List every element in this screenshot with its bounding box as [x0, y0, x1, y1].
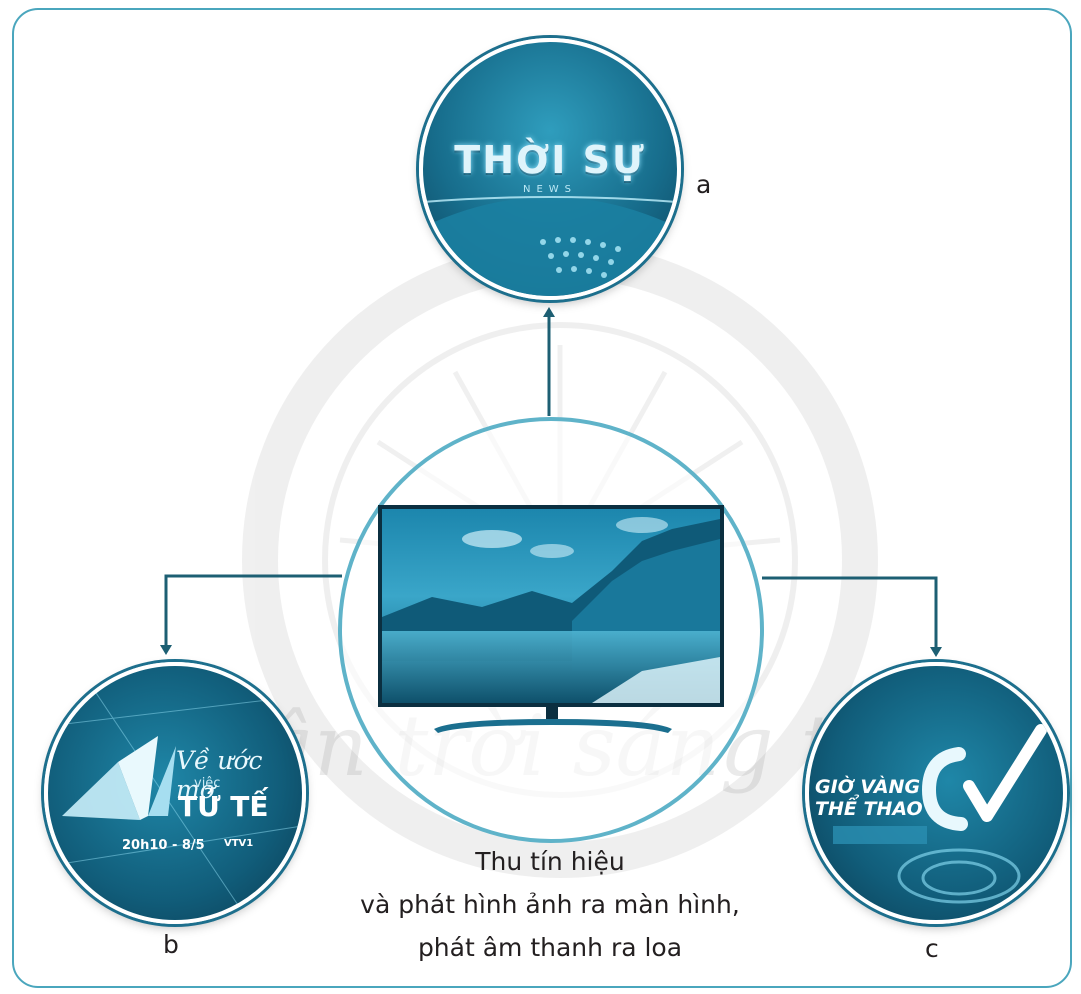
- caption-line-3: phát âm thanh ra loa: [417, 933, 683, 962]
- thoi-su-logo-subtitle: NEWS: [522, 184, 578, 195]
- center-tv-circle: [338, 417, 764, 843]
- label-c: c: [925, 934, 939, 963]
- gio-vang-logo-line2: THỂ THAO: [815, 798, 923, 820]
- tu-te-logo-line1: Về ước mơ: [176, 746, 263, 804]
- caption-line-2: và phát hình ảnh ra màn hình,: [360, 890, 740, 919]
- caption-line-1: Thu tín hiệu: [475, 847, 625, 876]
- thoi-su-logo-text: THỜI SỰ: [454, 138, 646, 182]
- tu-te-logo-line3: TỬ TẾ: [178, 790, 269, 823]
- center-caption: Thu tín hiệu và phát hình ảnh ra màn hìn…: [300, 840, 800, 969]
- tu-te-logo-line2: việc: [194, 776, 221, 791]
- arrow-to-c: [762, 576, 942, 657]
- gio-vang-logo-line1: GIỜ VÀNG: [815, 776, 921, 798]
- label-a: a: [696, 170, 712, 199]
- arrow-to-b: [160, 574, 342, 655]
- node-a-thoi-su: THỜI SỰ NEWS: [419, 38, 681, 300]
- node-b-tu-te: Về ước mơ việc TỬ TẾ 20h10 - 8/5 VTV1: [44, 662, 306, 924]
- sports-logo-icon: [833, 724, 1047, 904]
- tu-te-logo-time: 20h10 - 8/5: [122, 838, 205, 853]
- television-icon: [378, 505, 724, 733]
- label-b: b: [163, 930, 179, 959]
- node-c-gio-vang-the-thao: GIỜ VÀNG THỂ THAO: [805, 662, 1067, 924]
- tu-te-logo-channel: VTV1: [224, 838, 254, 849]
- origami-bird-icon: [48, 666, 302, 920]
- globe-grid-icon: [423, 196, 677, 296]
